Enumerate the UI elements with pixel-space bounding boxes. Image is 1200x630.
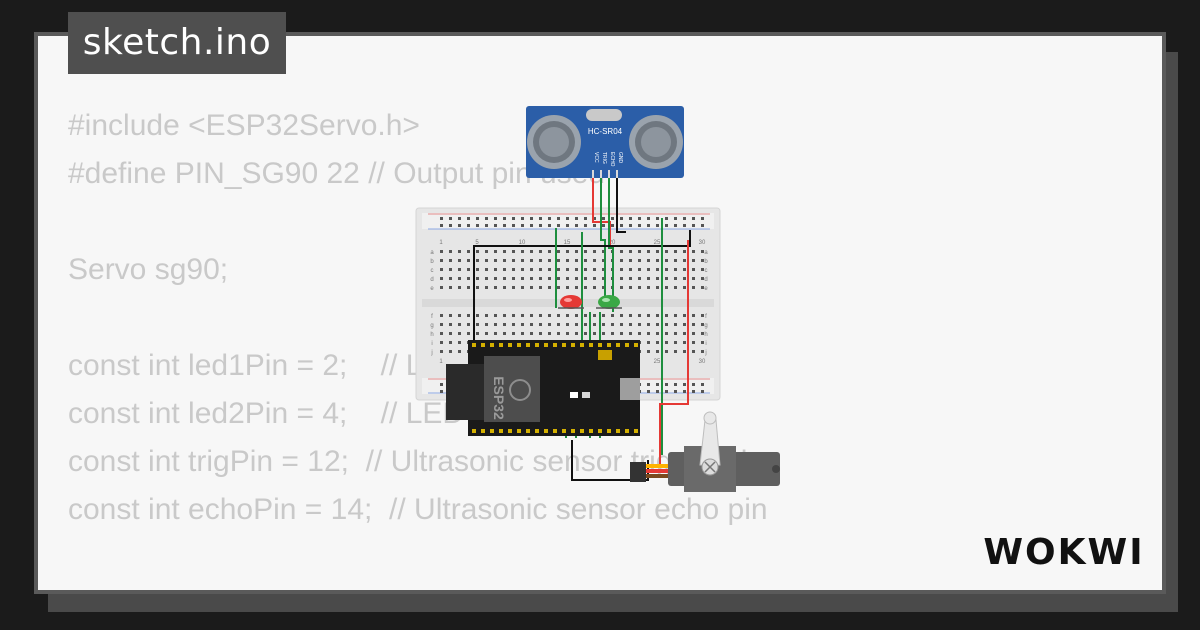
sensor-pin-label: GND <box>617 152 623 164</box>
row-label: a <box>430 250 434 256</box>
column-label: 15 <box>564 240 571 246</box>
row-label: i <box>705 341 706 347</box>
wire-gnd-black <box>616 178 626 233</box>
row-label: b <box>430 259 434 265</box>
row-label: j <box>704 350 706 356</box>
led-green <box>596 295 622 309</box>
code-line: void setup() { <box>68 582 768 590</box>
wire-echo-green <box>608 178 614 312</box>
row-label: e <box>704 286 708 292</box>
code-line: #include <ESP32Servo.h> <box>68 109 420 142</box>
row-label: b <box>704 259 708 265</box>
esp32-label: ESP32 <box>491 376 507 420</box>
row-label: f <box>705 314 707 320</box>
column-label: 20 <box>609 240 616 246</box>
led-red <box>558 295 584 309</box>
column-label: 1 <box>439 359 443 365</box>
wire-trig-green <box>600 178 606 308</box>
column-label: 25 <box>654 359 661 365</box>
row-label: h <box>430 332 433 338</box>
column-label: 1 <box>439 240 443 246</box>
espressif-logo <box>509 379 531 401</box>
row-label: e <box>430 286 434 292</box>
sensor-pin-label: TRIG <box>601 152 607 164</box>
sensor-label: HC-SR04 <box>588 127 623 136</box>
column-label: 5 <box>475 240 479 246</box>
row-label: a <box>704 250 708 256</box>
row-label: c <box>431 268 434 274</box>
row-label: j <box>430 350 432 356</box>
row-label: d <box>704 277 707 283</box>
wokwi-logo: WOKWI <box>983 532 1144 573</box>
code-preview: #include <ESP32Servo.h>#define PIN_SG90 … <box>68 102 768 590</box>
row-label: c <box>705 268 708 274</box>
row-label: i <box>431 341 432 347</box>
row-label: g <box>430 323 433 329</box>
row-label: h <box>704 332 707 338</box>
sensor-pin-label: ECHO <box>609 152 615 167</box>
sketch-file-title: sketch.ino <box>68 12 286 74</box>
servo-motor <box>630 411 780 492</box>
esp32-board: ESP32 <box>446 340 640 436</box>
row-label: d <box>430 277 433 283</box>
wokwi-brand: WOKWI <box>983 532 1144 573</box>
row-label: g <box>704 323 707 329</box>
column-label: 30 <box>699 359 706 365</box>
column-label: 10 <box>519 240 526 246</box>
sensor-pin-label: VCC <box>593 152 599 163</box>
row-label: f <box>431 314 433 320</box>
code-line: const int echoPin = 14; // Ultrasonic se… <box>68 493 768 526</box>
column-label: 25 <box>654 240 661 246</box>
code-line: Servo sg90; <box>68 253 229 286</box>
column-label: 30 <box>699 240 706 246</box>
wire-red-power <box>659 240 689 468</box>
